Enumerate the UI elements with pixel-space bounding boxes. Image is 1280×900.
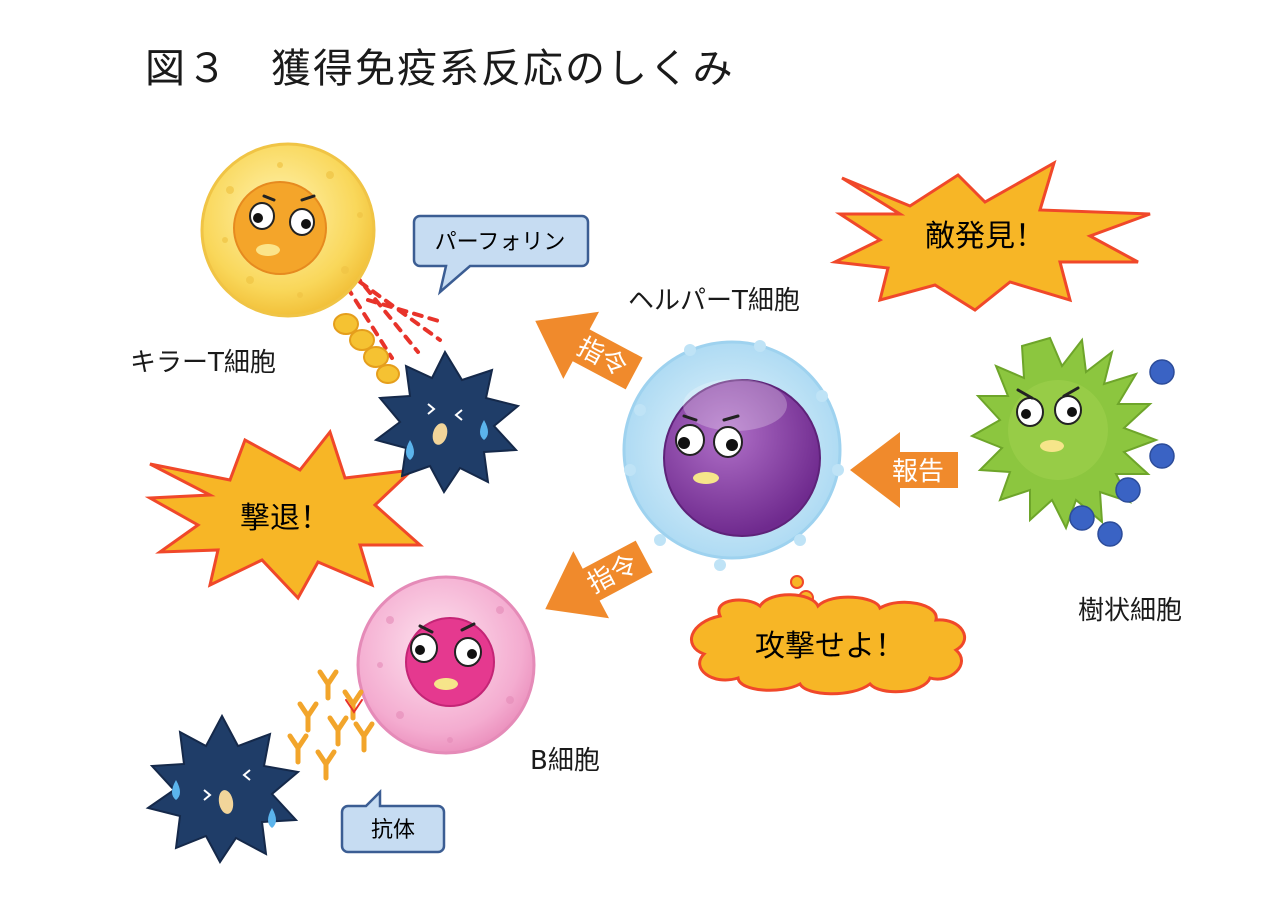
arrow-command-lower: 指令 (545, 540, 653, 619)
virus-lower (145, 713, 301, 864)
antigen-dots (1069, 359, 1175, 547)
granule-chain (333, 313, 400, 384)
burst-enemy-found-text: 敵発見！ (925, 219, 1045, 254)
virus-upper (373, 349, 521, 494)
bubble-perforin-text: パーフォリン (435, 230, 566, 255)
arrow-command-upper: 指令 (535, 311, 643, 390)
figure-title: 図３ 獲得免疫系反応のしくみ (145, 46, 735, 92)
killer-t-cell (200, 142, 376, 318)
cloud-attack-text: 攻撃せよ！ (755, 629, 905, 664)
burst-repelled-text: 撃退！ (240, 501, 330, 536)
label-helper-t: ヘルパーT細胞 (628, 286, 800, 316)
bubble-antibody-text: 抗体 (371, 818, 415, 843)
arrow-report-label: 報告 (892, 457, 944, 487)
cloud-attack: 攻撃せよ！ (690, 575, 967, 696)
arrow-report: 報告 (850, 432, 958, 508)
dendritic-cell (969, 336, 1159, 531)
helper-t-cell (622, 340, 844, 571)
bubble-perforin: パーフォリン (412, 214, 590, 296)
bubble-antibody: 抗体 (340, 788, 446, 854)
antibodies (287, 669, 375, 781)
label-killer-t: キラーT細胞 (130, 348, 276, 378)
burst-enemy-found: 敵発見！ (829, 159, 1151, 312)
label-b-cell: B細胞 (530, 746, 600, 776)
b-cell (356, 575, 536, 755)
label-dendritic: 樹状細胞 (1078, 596, 1183, 626)
burst-repelled: 撃退！ (144, 428, 424, 601)
